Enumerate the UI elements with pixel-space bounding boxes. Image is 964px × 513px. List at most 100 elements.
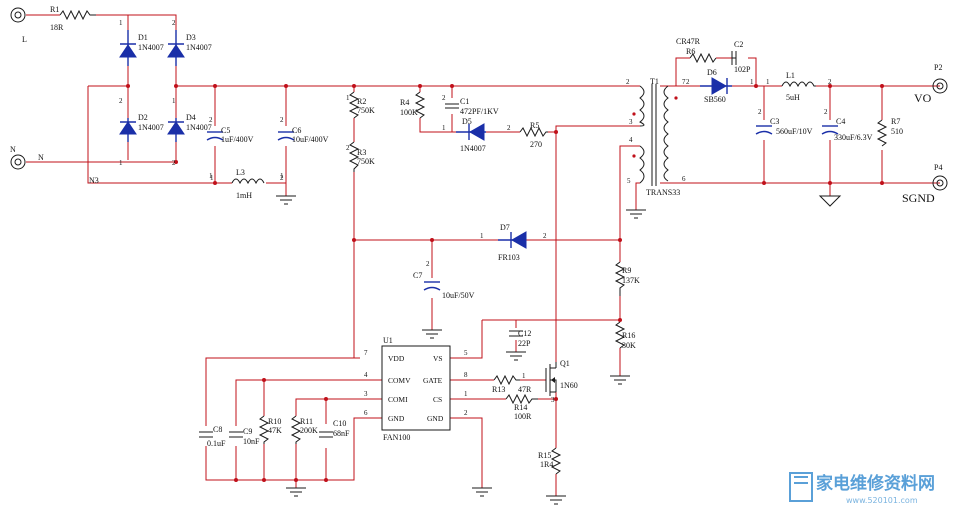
transformer-t1: T1 TRANS33 23 45 76 (626, 77, 686, 197)
svg-text:2: 2 (280, 174, 284, 182)
svg-text:7: 7 (682, 78, 686, 86)
svg-text:2: 2 (172, 19, 176, 27)
svg-text:1N4007: 1N4007 (186, 123, 212, 132)
svg-text:R9: R9 (622, 266, 631, 275)
svg-text:750K: 750K (357, 106, 375, 115)
svg-text:C9: C9 (243, 427, 252, 436)
svg-text:2: 2 (758, 108, 762, 116)
svg-text:R1: R1 (50, 5, 59, 14)
svg-text:7: 7 (364, 349, 368, 357)
svg-text:30K: 30K (622, 341, 636, 350)
svg-text:C6: C6 (292, 126, 301, 135)
svg-text:100R: 100R (514, 412, 532, 421)
svg-text:GND: GND (427, 414, 444, 423)
svg-text:1N4007: 1N4007 (138, 43, 164, 52)
svg-text:R14: R14 (514, 403, 527, 412)
svg-text:R7: R7 (891, 117, 900, 126)
svg-text:1: 1 (442, 124, 446, 132)
port-P4: P4 SGND (902, 163, 948, 205)
svg-text:GATE: GATE (423, 376, 443, 385)
inductor-l3: L3 1mH (231, 168, 265, 200)
svg-text:18R: 18R (50, 23, 64, 32)
svg-text:R5: R5 (530, 121, 539, 130)
svg-text:R6: R6 (686, 47, 695, 56)
diode-d3: D3 1N4007 (167, 30, 212, 66)
svg-text:COMV: COMV (388, 376, 411, 385)
svg-text:100K: 100K (400, 108, 418, 117)
svg-text:D4: D4 (186, 113, 196, 122)
svg-text:P4: P4 (934, 163, 942, 172)
svg-text:SB560: SB560 (704, 95, 726, 104)
capacitor-c6: 21 C6 10uF/400V (277, 116, 329, 180)
svg-text:1: 1 (210, 174, 214, 182)
svg-text:6: 6 (364, 409, 368, 417)
svg-text:R13: R13 (492, 385, 505, 394)
svg-text:68nF: 68nF (333, 429, 350, 438)
resistor-r1: R1 18R (50, 5, 96, 32)
svg-text:L3: L3 (236, 168, 245, 177)
svg-text:102P: 102P (734, 65, 751, 74)
svg-text:4: 4 (364, 371, 368, 379)
svg-text:1: 1 (172, 97, 176, 105)
svg-text:CR47R: CR47R (676, 37, 701, 46)
svg-text:D3: D3 (186, 33, 196, 42)
svg-text:R10: R10 (268, 417, 281, 426)
svg-text:2: 2 (626, 78, 630, 86)
svg-text:1uF/400V: 1uF/400V (221, 135, 254, 144)
svg-text:FR103: FR103 (498, 253, 520, 262)
capacitor-c7: 2 C7 10uF/50V (413, 260, 475, 300)
capacitor-c2: C2 102P (731, 40, 751, 74)
svg-text:N: N (10, 145, 16, 154)
svg-text:22P: 22P (518, 339, 531, 348)
svg-text:COMI: COMI (388, 395, 408, 404)
svg-text:2: 2 (119, 97, 123, 105)
diode-d1: D1 1N4007 (119, 30, 164, 66)
svg-text:2: 2 (442, 94, 446, 102)
svg-text:1mH: 1mH (236, 191, 252, 200)
resistor-r5: R5 270 (519, 121, 548, 149)
svg-text:137K: 137K (622, 276, 640, 285)
svg-text:2: 2 (464, 409, 468, 417)
svg-text:2: 2 (507, 124, 511, 132)
port-N: N N (10, 145, 44, 170)
svg-text:L1: L1 (786, 71, 795, 80)
svg-text:5: 5 (627, 177, 631, 185)
svg-text:2: 2 (209, 116, 213, 124)
svg-text:1R4: 1R4 (540, 460, 553, 469)
svg-text:472PF/1KV: 472PF/1KV (460, 107, 499, 116)
svg-text:270: 270 (530, 140, 542, 149)
svg-text:VDD: VDD (388, 354, 405, 363)
svg-text:10uF/400V: 10uF/400V (292, 135, 329, 144)
svg-text:CS: CS (433, 395, 442, 404)
svg-text:D6: D6 (707, 68, 717, 77)
svg-text:L: L (22, 35, 27, 44)
diode-d4: D4 1N4007 (167, 113, 212, 142)
svg-text:1: 1 (750, 78, 754, 86)
resistor-r3: R3 750K (348, 141, 375, 172)
ground-symbols (276, 195, 842, 505)
svg-text:1N4007: 1N4007 (460, 144, 486, 153)
junctions (126, 84, 884, 482)
svg-text:1: 1 (119, 159, 123, 167)
capacitor-c9: C9 10nF (229, 427, 260, 446)
svg-text:C1: C1 (460, 97, 469, 106)
svg-text:8: 8 (464, 371, 468, 379)
svg-text:3: 3 (364, 390, 368, 398)
svg-text:330uF/6.3V: 330uF/6.3V (834, 133, 873, 142)
svg-text:1N4007: 1N4007 (186, 43, 212, 52)
svg-text:0.1uF: 0.1uF (207, 439, 226, 448)
resistor-r14: R14 100R (505, 393, 538, 421)
resistor-r2: R2 750K (348, 91, 375, 119)
svg-text:C5: C5 (221, 126, 230, 135)
svg-text:2: 2 (426, 260, 430, 268)
diode-d2: D2 1N4007 (119, 113, 164, 142)
svg-text:R4: R4 (400, 98, 409, 107)
svg-text:VO: VO (914, 91, 932, 105)
svg-text:1: 1 (480, 232, 484, 240)
svg-text:家电维修资料网: 家电维修资料网 (816, 473, 935, 494)
